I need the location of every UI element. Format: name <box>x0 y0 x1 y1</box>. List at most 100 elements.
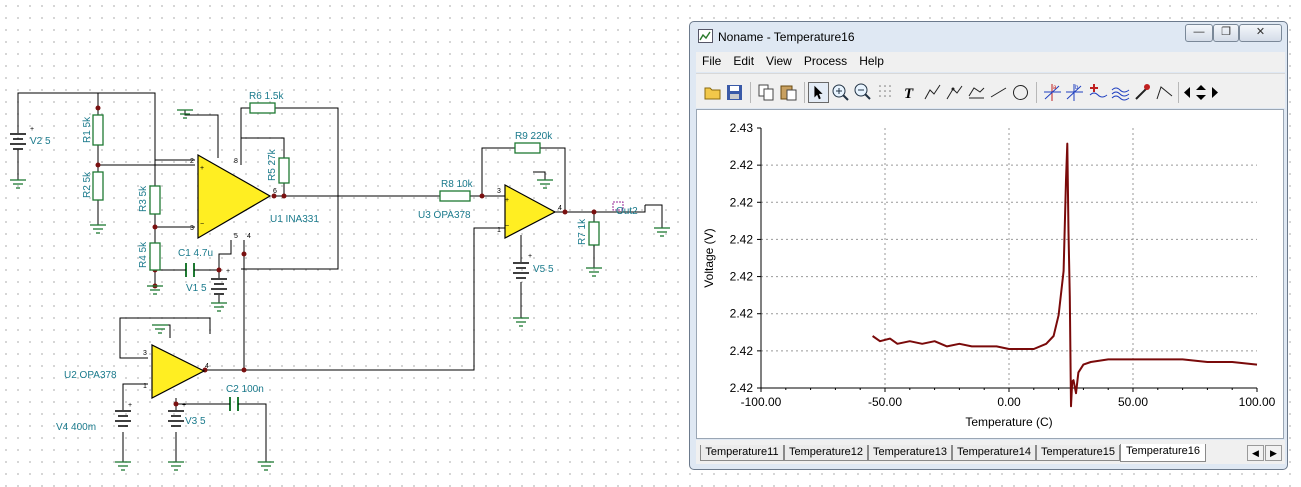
y-tick-label: 2.42 <box>730 195 754 209</box>
svg-text:R9 220k: R9 220k <box>515 131 553 142</box>
menu-view[interactable]: View <box>766 54 792 68</box>
curve-tool-2-icon[interactable] <box>944 82 965 103</box>
svg-text:+: + <box>226 268 230 275</box>
svg-text:4: 4 <box>247 233 251 240</box>
svg-text:−: − <box>505 223 509 230</box>
menu-file[interactable]: File <box>702 54 722 68</box>
menu-help[interactable]: Help <box>859 54 884 68</box>
svg-text:V1 5: V1 5 <box>186 283 207 294</box>
line-tool-icon[interactable] <box>988 82 1009 103</box>
svg-text:U3 OPA378: U3 OPA378 <box>418 210 471 221</box>
save-icon[interactable] <box>724 82 745 103</box>
resistors <box>92 102 600 271</box>
cursor-a-icon[interactable]: a <box>1042 82 1063 103</box>
resistor-r9 <box>514 142 541 154</box>
svg-text:R7 1k: R7 1k <box>577 218 588 245</box>
text-tool-icon[interactable]: T <box>900 82 921 103</box>
envelope-tool-icon[interactable] <box>966 82 987 103</box>
svg-text:C1 4.7u: C1 4.7u <box>178 248 213 259</box>
circuit-schematic: + + + + + 2 3 6 5 4 8 3 1 4 3 1 4 + <box>10 91 670 471</box>
tab-temperature14[interactable]: Temperature14 <box>952 445 1036 461</box>
tab-temperature11[interactable]: Temperature11 <box>700 445 784 461</box>
paste-icon[interactable] <box>778 82 799 103</box>
tab-temperature13[interactable]: Temperature13 <box>868 445 952 461</box>
add-marker-icon[interactable] <box>1088 82 1109 103</box>
svg-text:R5 27k: R5 27k <box>267 148 278 181</box>
tab-temperature12[interactable]: Temperature12 <box>784 445 868 461</box>
x-tick-label: -100.00 <box>741 395 782 409</box>
svg-text:R3 5k: R3 5k <box>138 185 149 212</box>
resistor-r8 <box>439 190 471 202</box>
svg-text:3: 3 <box>143 350 147 357</box>
x-tick-label: 0.00 <box>997 395 1021 409</box>
tab-temperature15[interactable]: Temperature15 <box>1036 445 1120 461</box>
resistor-r1 <box>92 114 104 146</box>
svg-text:+: + <box>128 402 132 409</box>
resistor-r3 <box>149 185 161 215</box>
x-tick-label: 50.00 <box>1118 395 1148 409</box>
scroll-left-icon[interactable] <box>1182 82 1192 103</box>
menu-process[interactable]: Process <box>803 54 848 68</box>
opamp-u3 <box>504 183 557 239</box>
circle-tool-icon[interactable] <box>1010 82 1031 103</box>
output-probe <box>612 201 624 211</box>
pointer-icon[interactable] <box>808 82 829 103</box>
svg-text:3: 3 <box>190 225 194 232</box>
svg-text:+: + <box>200 165 204 172</box>
menu-edit[interactable]: Edit <box>733 54 755 68</box>
window-titlebar[interactable]: Noname - Temperature16 — ❐ ✕ <box>690 22 1287 52</box>
x-axis-label: Temperature (C) <box>965 415 1052 429</box>
svg-text:−: − <box>200 221 204 228</box>
x-tick-label: -50.00 <box>868 395 902 409</box>
svg-text:R6 1.5k: R6 1.5k <box>249 91 284 102</box>
resistor-r2 <box>92 171 104 201</box>
copy-icon[interactable] <box>756 82 777 103</box>
schematic-wires <box>17 92 663 462</box>
svg-text:+: + <box>505 197 509 204</box>
svg-text:Out2: Out2 <box>616 206 638 217</box>
curve-tool-icon[interactable] <box>922 82 943 103</box>
scroll-updown-icon[interactable] <box>1194 82 1208 103</box>
tab-temperature16[interactable]: Temperature16 <box>1120 444 1206 462</box>
menu-bar: File Edit View Process Help <box>696 52 1285 72</box>
y-tick-label: 2.42 <box>730 344 754 358</box>
svg-text:a: a <box>1053 85 1057 91</box>
tab-scroll-right-button[interactable]: ▶ <box>1265 445 1282 461</box>
svg-text:1: 1 <box>143 383 147 390</box>
svg-text:4: 4 <box>558 205 562 212</box>
y-tick-label: 2.42 <box>730 307 754 321</box>
svg-text:C2 100n: C2 100n <box>226 384 264 395</box>
waveform-icon[interactable] <box>1110 82 1131 103</box>
minimize-icon: — <box>1193 26 1205 38</box>
minimize-button[interactable]: — <box>1185 24 1213 42</box>
scroll-right-icon[interactable] <box>1210 82 1220 103</box>
y-tick-label: 2.42 <box>730 232 754 246</box>
svg-text:3: 3 <box>497 188 501 195</box>
cursor-b-icon[interactable]: b <box>1064 82 1085 103</box>
opamp-u2 <box>151 344 206 399</box>
close-button[interactable]: ✕ <box>1239 24 1282 42</box>
svg-text:5: 5 <box>234 233 238 240</box>
y-tick-label: 2.42 <box>730 270 754 284</box>
restore-button[interactable]: ❐ <box>1213 24 1239 42</box>
open-folder-icon[interactable] <box>702 82 723 103</box>
voltage-temperature-chart: 2.432.422.422.422.422.422.422.42-100.00-… <box>702 121 1276 429</box>
svg-text:V4 400m: V4 400m <box>56 422 96 433</box>
grid-icon[interactable] <box>876 82 897 103</box>
slope-icon[interactable] <box>1154 82 1175 103</box>
svg-text:+: + <box>182 402 186 409</box>
tab-scroll-left-button[interactable]: ◀ <box>1247 445 1264 461</box>
capacitors <box>183 263 244 411</box>
probe-icon[interactable] <box>1132 82 1153 103</box>
zoom-in-icon[interactable] <box>830 82 851 103</box>
restore-icon: ❐ <box>1221 26 1231 38</box>
arrow-left-icon: ◀ <box>1252 448 1259 458</box>
svg-text:V2 5: V2 5 <box>30 136 51 147</box>
close-icon: ✕ <box>1255 26 1266 38</box>
svg-text:+: + <box>30 126 34 133</box>
opamp-pin-numbers: 2 3 6 5 4 8 3 1 4 3 1 4 + − + − <box>143 158 562 390</box>
svg-text:4: 4 <box>205 363 209 370</box>
zoom-100-icon[interactable] <box>852 82 873 103</box>
tab-bar: Temperature11 Temperature12 Temperature1… <box>696 440 1285 464</box>
